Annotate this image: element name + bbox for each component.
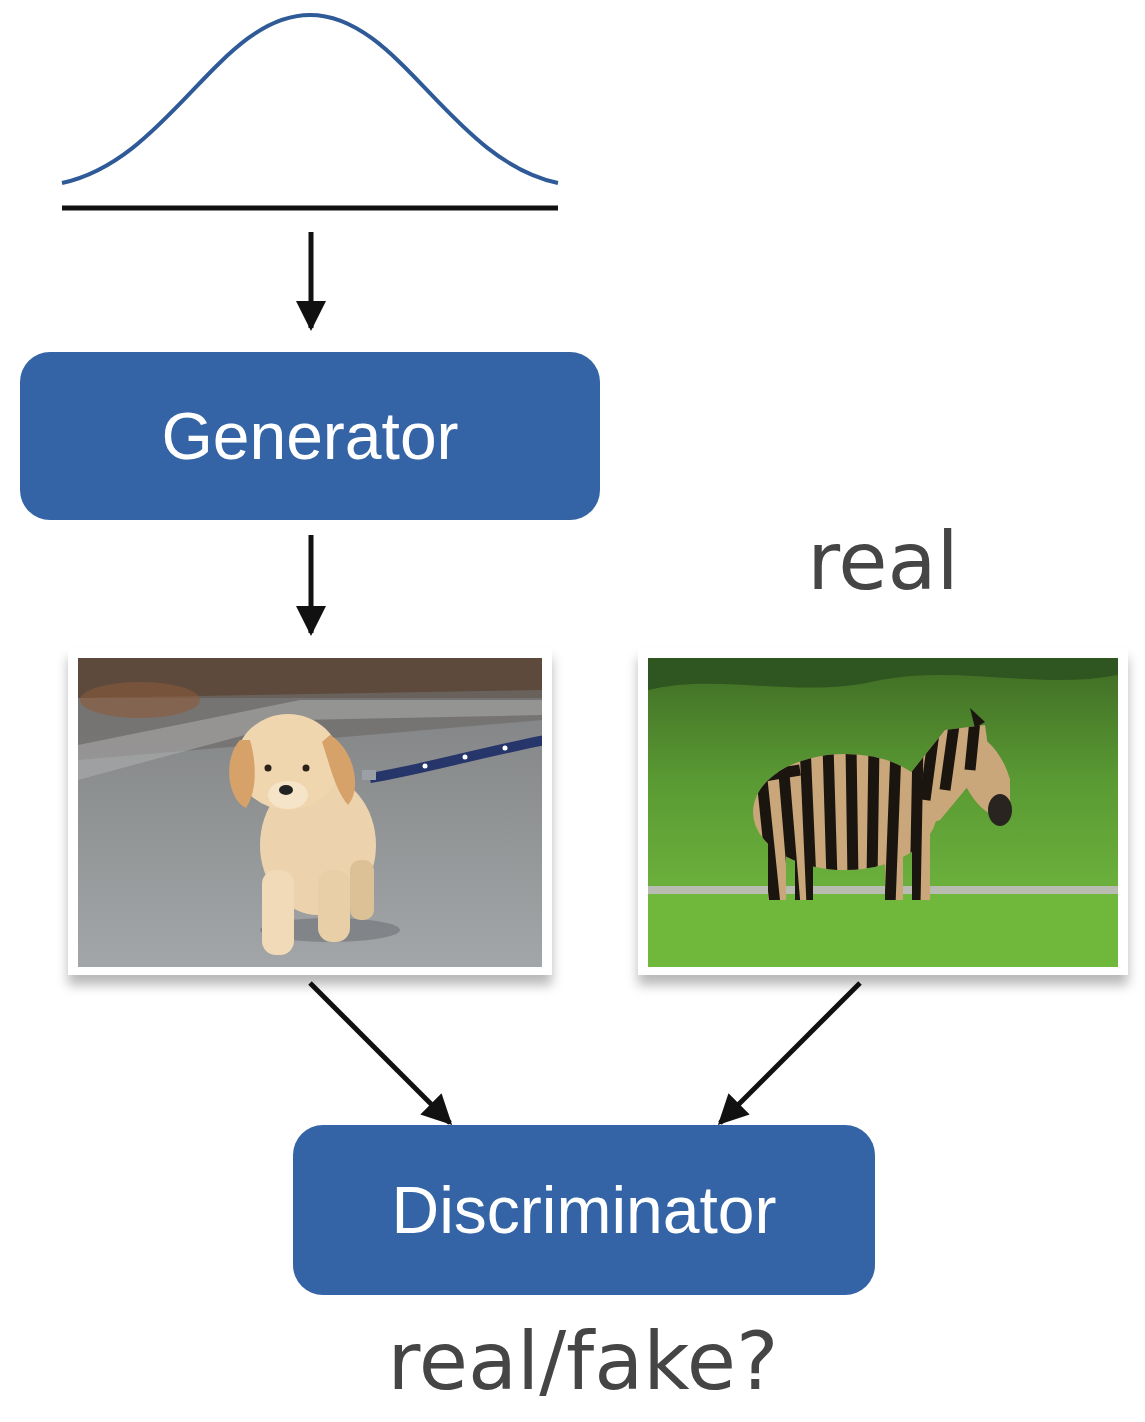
- dog-photo: [68, 648, 552, 975]
- dog-photo-part: [78, 658, 542, 967]
- zebra-photo-part-part-part: [740, 718, 975, 905]
- gaussian-curve-part: [62, 15, 558, 183]
- zebra-photo-part-part: [970, 708, 985, 728]
- box-label: Generator: [161, 400, 458, 473]
- flow-arrow-part: [310, 983, 450, 1123]
- zebra-photo-part-part-part-part: [970, 720, 975, 770]
- zebra-photo-part-part-part-part: [805, 745, 812, 905]
- dog-photo-part-part: [268, 781, 308, 809]
- dog-photo-part-part: [262, 870, 294, 955]
- zebra-photo-part-part-part-part: [890, 750, 896, 905]
- dog-photo-part-part: [370, 740, 542, 778]
- dog-photo-part-part: [318, 870, 350, 942]
- zebra-photo-part-part: [988, 794, 1012, 826]
- zebra-photo-part-part-part-part: [925, 725, 935, 800]
- zebra-photo-part-part-part-part: [828, 745, 832, 880]
- dog-photo-part: [68, 648, 552, 975]
- zebra-photo: [638, 648, 1128, 975]
- zebra-photo-part-part-part-part: [945, 718, 955, 790]
- dog-photo-part-part: [229, 740, 255, 808]
- zebra-photo-part: [648, 658, 1118, 967]
- flow-arrow-part: [720, 983, 860, 1123]
- process-box: Generator: [20, 352, 600, 520]
- zebra-photo-part-part: [648, 658, 1118, 690]
- zebra-photo-part-part-part-part: [851, 745, 853, 880]
- flow-arrow-part: [309, 232, 314, 328]
- zebra-photo-part-part: [648, 886, 1118, 894]
- dog-photo-part-part: [362, 770, 376, 780]
- zebra-photo-part: [638, 648, 1128, 975]
- zebra-photo-part-part-part-part: [760, 760, 775, 905]
- zebra-photo-part-part: [740, 700, 1010, 910]
- zebra-photo-part-part-part-part: [740, 770, 800, 780]
- gaussian-curve-part: [62, 206, 558, 211]
- dog-photo-part-part: [463, 755, 468, 760]
- process-box: Discriminator: [293, 1125, 875, 1295]
- dog-photo-part-part: [322, 735, 355, 805]
- zebra-photo-part-part-part-part: [915, 745, 918, 905]
- zebra-photo-part-part: [648, 658, 1118, 967]
- annotation-text: real: [807, 522, 959, 602]
- zebra-photo-part-part: [648, 894, 1118, 967]
- zebra-photo-part-part-part-part: [872, 745, 874, 880]
- dog-photo-part-part: [303, 765, 310, 772]
- flow-arrow-part: [309, 535, 314, 633]
- dog-photo-part-part: [265, 765, 272, 772]
- dog-photo-part-part: [423, 764, 428, 769]
- gaussian-curve: [62, 15, 558, 208]
- dog-photo-part-part: [350, 860, 374, 920]
- zebra-photo-part-part-part: [740, 700, 1010, 910]
- box-label: Discriminator: [391, 1174, 776, 1247]
- dog-photo-part-part: [279, 785, 293, 795]
- dog-photo-part-part: [80, 682, 200, 718]
- dog-photo-part-part: [78, 658, 542, 967]
- annotation-text: real/fake?: [388, 1322, 779, 1402]
- dog-photo-part-part: [503, 746, 508, 751]
